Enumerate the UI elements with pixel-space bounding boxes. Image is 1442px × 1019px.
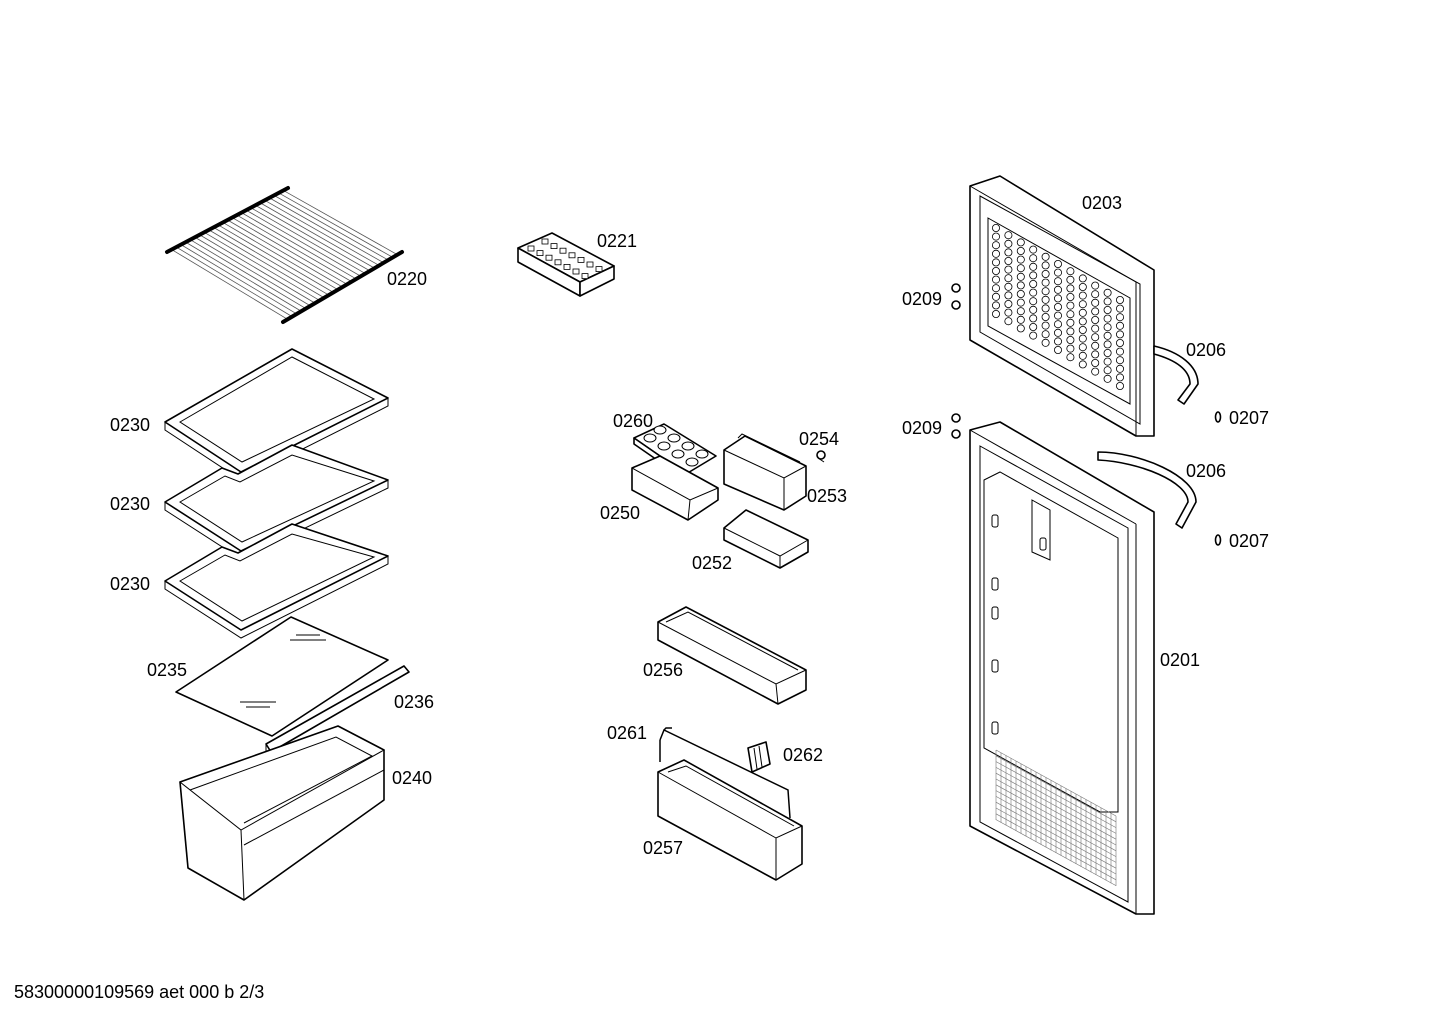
- part-0221-ice-tray: [517, 232, 615, 297]
- part-0250-small-tray: [631, 455, 719, 521]
- label-0203: 0203: [1082, 193, 1123, 213]
- label-0206-top: 0206: [1186, 340, 1227, 360]
- part-0206-handle-top: [1153, 345, 1199, 405]
- label-0257: 0257: [643, 838, 684, 858]
- label-0207-top: 0207: [1229, 408, 1270, 428]
- part-0209-screws-top: [951, 283, 961, 310]
- part-0252-small-bin: [723, 509, 809, 569]
- part-0253-butter-box: [723, 433, 807, 511]
- label-0230-middle: 0230: [110, 494, 151, 514]
- part-0207-plug-top: [1214, 411, 1222, 423]
- part-0236-trim-strip: [265, 665, 410, 753]
- part-0203-freezer-door: [969, 175, 1155, 437]
- label-0250: 0250: [600, 503, 641, 523]
- label-0201: 0201: [1160, 650, 1201, 670]
- part-0209-screws-bottom: [951, 413, 961, 439]
- label-0260: 0260: [613, 411, 654, 431]
- label-0235: 0235: [147, 660, 188, 680]
- label-0252: 0252: [692, 553, 733, 573]
- label-0256: 0256: [643, 660, 684, 680]
- label-0254: 0254: [799, 429, 840, 449]
- part-0240-crisper-bin: [178, 725, 386, 901]
- part-0207-plug-bottom: [1214, 534, 1222, 546]
- label-0230-bottom: 0230: [110, 574, 151, 594]
- part-0220-wire-shelf: [165, 186, 404, 324]
- document-code: 58300000109569 aet 000 b 2/3: [14, 982, 265, 1002]
- label-0220: 0220: [387, 269, 428, 289]
- part-0201-fridge-door: [969, 421, 1155, 915]
- part-0261-wire-bar: [659, 727, 791, 819]
- label-0262: 0262: [783, 745, 824, 765]
- part-0262-clip: [747, 741, 771, 773]
- label-0209-top: 0209: [902, 289, 943, 309]
- part-0257-bottle-shelf: [657, 759, 803, 881]
- label-0230-top: 0230: [110, 415, 151, 435]
- part-0230-glass-shelf-bottom: [164, 523, 389, 639]
- label-0221: 0221: [597, 231, 638, 251]
- part-0235-glass-plate: [175, 616, 389, 737]
- part-0256-door-shelf: [657, 606, 807, 705]
- part-0254-screw: [816, 450, 826, 463]
- label-0240: 0240: [392, 768, 433, 788]
- label-0206-bottom: 0206: [1186, 461, 1227, 481]
- label-0207-bottom: 0207: [1229, 531, 1270, 551]
- part-0206-handle-bottom: [1097, 451, 1197, 529]
- label-0261: 0261: [607, 723, 648, 743]
- label-0236: 0236: [394, 692, 435, 712]
- label-0253: 0253: [807, 486, 848, 506]
- label-0209-bottom: 0209: [902, 418, 943, 438]
